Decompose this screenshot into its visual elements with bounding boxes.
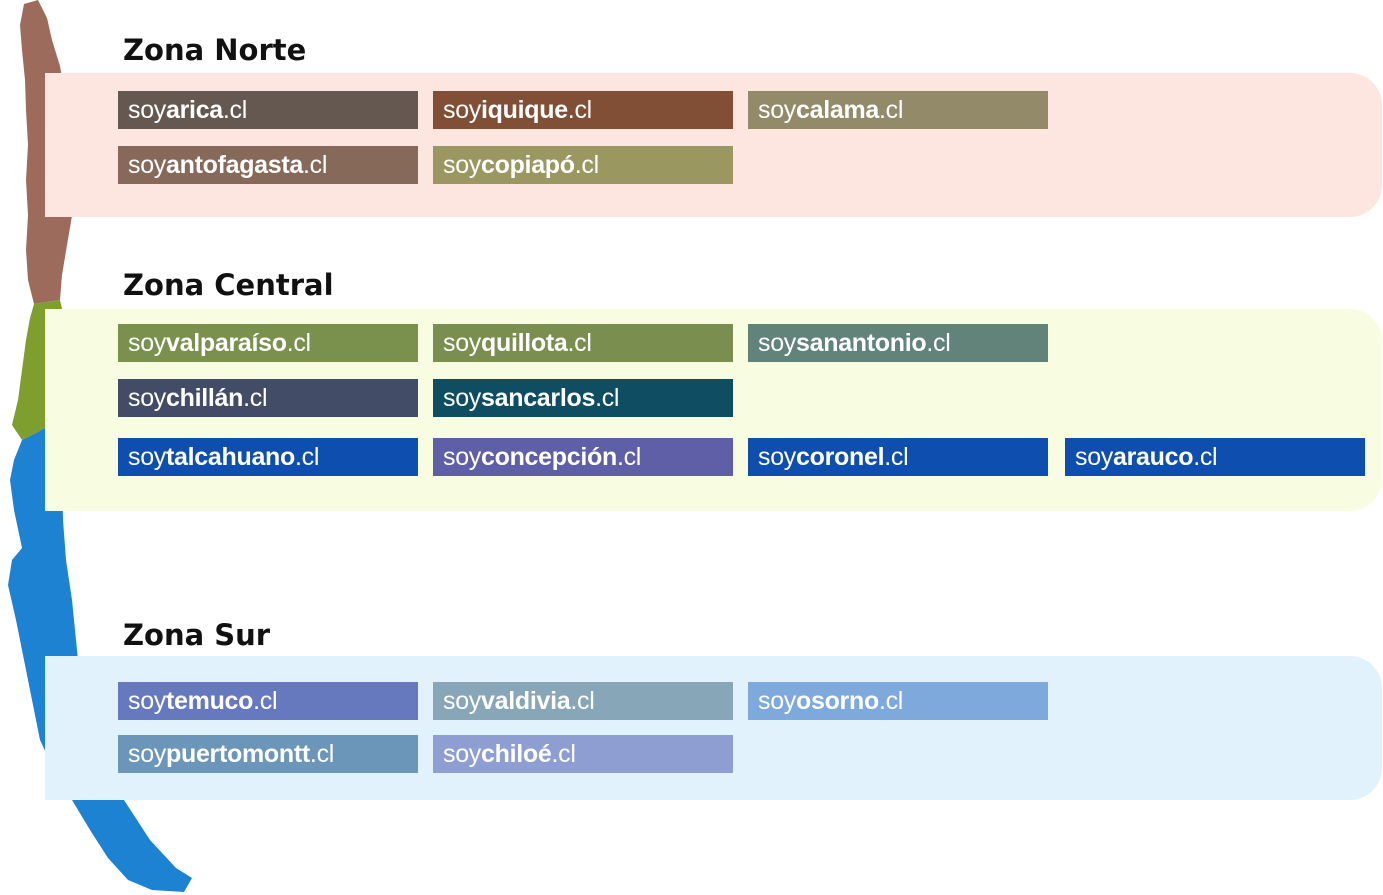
zone-sur-panel [45, 656, 1382, 800]
city-link-suffix: .cl [303, 150, 328, 179]
city-link-suffix: .cl [286, 328, 311, 357]
city-link-name: arica [166, 95, 223, 124]
zone-norte-title: Zona Norte [123, 33, 307, 67]
city-link-prefix: soy [443, 739, 482, 768]
city-link-prefix: soy [443, 442, 482, 471]
city-link-suffix: .cl [878, 686, 904, 715]
city-link-suffix: .cl [879, 95, 904, 124]
city-link-name: valparaíso [166, 328, 287, 357]
city-link-prefix: soy [443, 686, 482, 715]
city-link-suffix: .cl [222, 95, 248, 124]
city-link-prefix: soy [128, 442, 167, 471]
city-link-prefix: soy [443, 383, 482, 412]
city-link-prefix: soy [758, 686, 797, 715]
zone-central-title: Zona Central [123, 268, 334, 302]
city-link-name: talcahuano [166, 442, 295, 471]
city-link-suffix: .cl [595, 383, 620, 412]
city-link-suffix: .cl [309, 739, 335, 768]
city-link-prefix: soy [128, 686, 167, 715]
city-link-suffix: .cl [574, 150, 599, 179]
city-link-name: puertomontt [166, 739, 310, 768]
city-link-prefix: soy [443, 95, 482, 124]
map-region-sur [8, 420, 192, 892]
city-link-name: arauco [1113, 442, 1194, 471]
city-link-name: antofagasta [166, 150, 304, 179]
city-link-prefix: soy [443, 328, 482, 357]
city-link-suffix: .cl [1193, 442, 1218, 471]
city-link-suffix: .cl [243, 383, 268, 412]
city-link-name: chiloé [481, 739, 552, 768]
city-link-name: calama [796, 95, 880, 124]
city-link-suffix: .cl [616, 442, 642, 471]
city-link-suffix: .cl [253, 686, 278, 715]
city-link-prefix: soy [1075, 442, 1114, 471]
city-link-name: sanantonio [796, 328, 927, 357]
zone-sur-title: Zona Sur [123, 618, 271, 652]
city-link-name: concepción [481, 442, 617, 471]
city-link-name: quillota [481, 328, 568, 357]
city-link-prefix: soy [758, 95, 797, 124]
city-link-name: copiapó [481, 150, 575, 179]
city-link-suffix: .cl [295, 442, 320, 471]
city-link-suffix: .cl [926, 328, 951, 357]
city-link-prefix: soy [128, 383, 167, 412]
city-link-suffix: .cl [551, 739, 576, 768]
city-link-prefix: soy [128, 328, 167, 357]
city-link-name: chillán [166, 383, 244, 412]
city-link-name: sancarlos [481, 383, 596, 412]
city-link-name: temuco [166, 686, 254, 715]
city-link-suffix: .cl [567, 95, 592, 124]
city-link-name: iquique [481, 95, 568, 124]
city-link-prefix: soy [128, 150, 167, 179]
city-link-suffix: .cl [570, 686, 595, 715]
city-link-name: valdivia [481, 686, 571, 715]
city-link-name: osorno [796, 686, 879, 715]
city-link-prefix: soy [128, 95, 167, 124]
city-link-prefix: soy [443, 150, 482, 179]
city-link-prefix: soy [758, 328, 797, 357]
city-link-name: coronel [796, 442, 885, 471]
city-link-suffix: .cl [884, 442, 909, 471]
city-link-prefix: soy [128, 739, 167, 768]
city-link-suffix: .cl [567, 328, 592, 357]
city-link-prefix: soy [758, 442, 797, 471]
